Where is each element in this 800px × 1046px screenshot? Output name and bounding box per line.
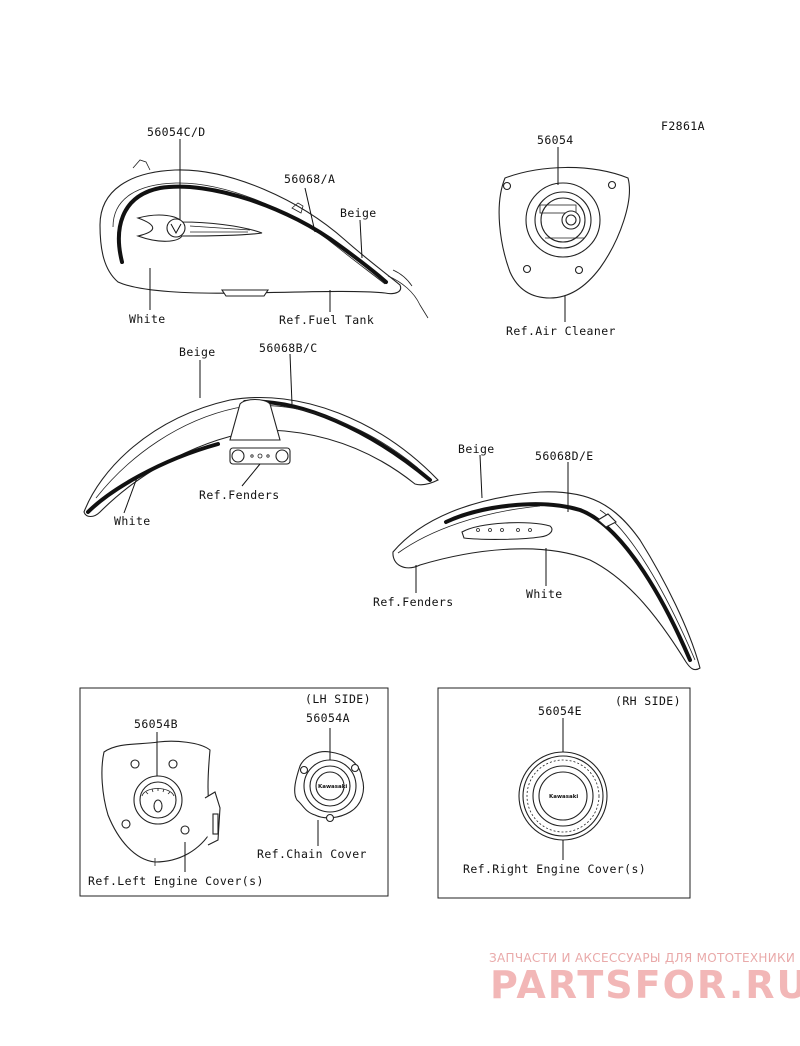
fuel-tank-illustration <box>99 159 429 319</box>
rh-side-label: (RH SIDE) <box>615 694 681 708</box>
right-engine-cover-part: 56054E <box>538 704 582 718</box>
chain-cover-emblem: Kawasaki <box>318 784 347 790</box>
chain-cover-part: 56054A <box>306 711 350 725</box>
rh-side-box <box>437 687 691 899</box>
rear-fender-beige-label: Beige <box>458 442 495 456</box>
air-cleaner-part: 56054 <box>537 133 574 147</box>
front-fender-ref: Ref.Fenders <box>199 488 280 502</box>
figure-code: F2861A <box>661 119 705 133</box>
fuel-tank-white-label: White <box>129 312 166 326</box>
fuel-tank-stripe-part: 56068/A <box>284 172 335 186</box>
fuel-tank-decal-part: 56054C/D <box>147 125 206 139</box>
fuel-tank-beige-label: Beige <box>340 206 377 220</box>
rear-fender-part: 56068D/E <box>535 449 594 463</box>
rear-fender-white-label: White <box>526 587 563 601</box>
front-fender-part: 56068B/C <box>259 341 318 355</box>
left-engine-cover-part: 56054B <box>134 717 178 731</box>
front-fender-beige-label: Beige <box>179 345 216 359</box>
watermark-brand: PARTSFOR.RU <box>490 963 800 1007</box>
watermark-tagline: ЗАПЧАСТИ И АКСЕССУАРЫ ДЛЯ МОТОТЕХНИКИ <box>489 951 795 965</box>
chain-cover-illustration: Kawasaki <box>294 751 365 823</box>
lh-side-label: (LH SIDE) <box>305 692 371 706</box>
left-engine-cover-ref: Ref.Left Engine Cover(s) <box>88 874 264 888</box>
right-engine-cover-illustration: Kawasaki <box>518 751 608 841</box>
chain-cover-ref: Ref.Chain Cover <box>257 847 367 861</box>
air-cleaner-illustration <box>498 166 630 299</box>
lh-side-box <box>79 687 389 897</box>
rear-fender-illustration <box>392 491 701 671</box>
front-fender-white-label: White <box>114 514 151 528</box>
air-cleaner-ref: Ref.Air Cleaner <box>506 324 616 338</box>
right-engine-cover-ref: Ref.Right Engine Cover(s) <box>463 862 646 876</box>
rear-fender-ref: Ref.Fenders <box>373 595 454 609</box>
left-engine-cover-illustration <box>101 740 221 866</box>
right-engine-cover-emblem: Kawasaki <box>549 794 578 800</box>
front-fender-illustration <box>83 396 439 518</box>
fuel-tank-ref: Ref.Fuel Tank <box>279 313 374 327</box>
